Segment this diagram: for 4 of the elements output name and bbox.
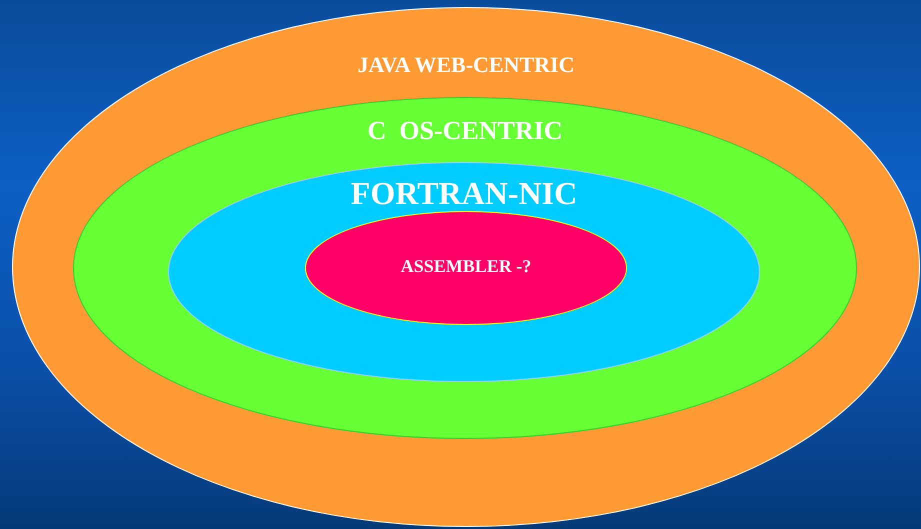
layer-label: ASSEMBLER -? [400, 256, 532, 277]
layer-label: JAVA WEB-CENTRIC [357, 52, 574, 78]
layer-label: C OS-CENTRIC [367, 116, 563, 146]
layer-label: FORTRAN-NIC [350, 175, 578, 212]
